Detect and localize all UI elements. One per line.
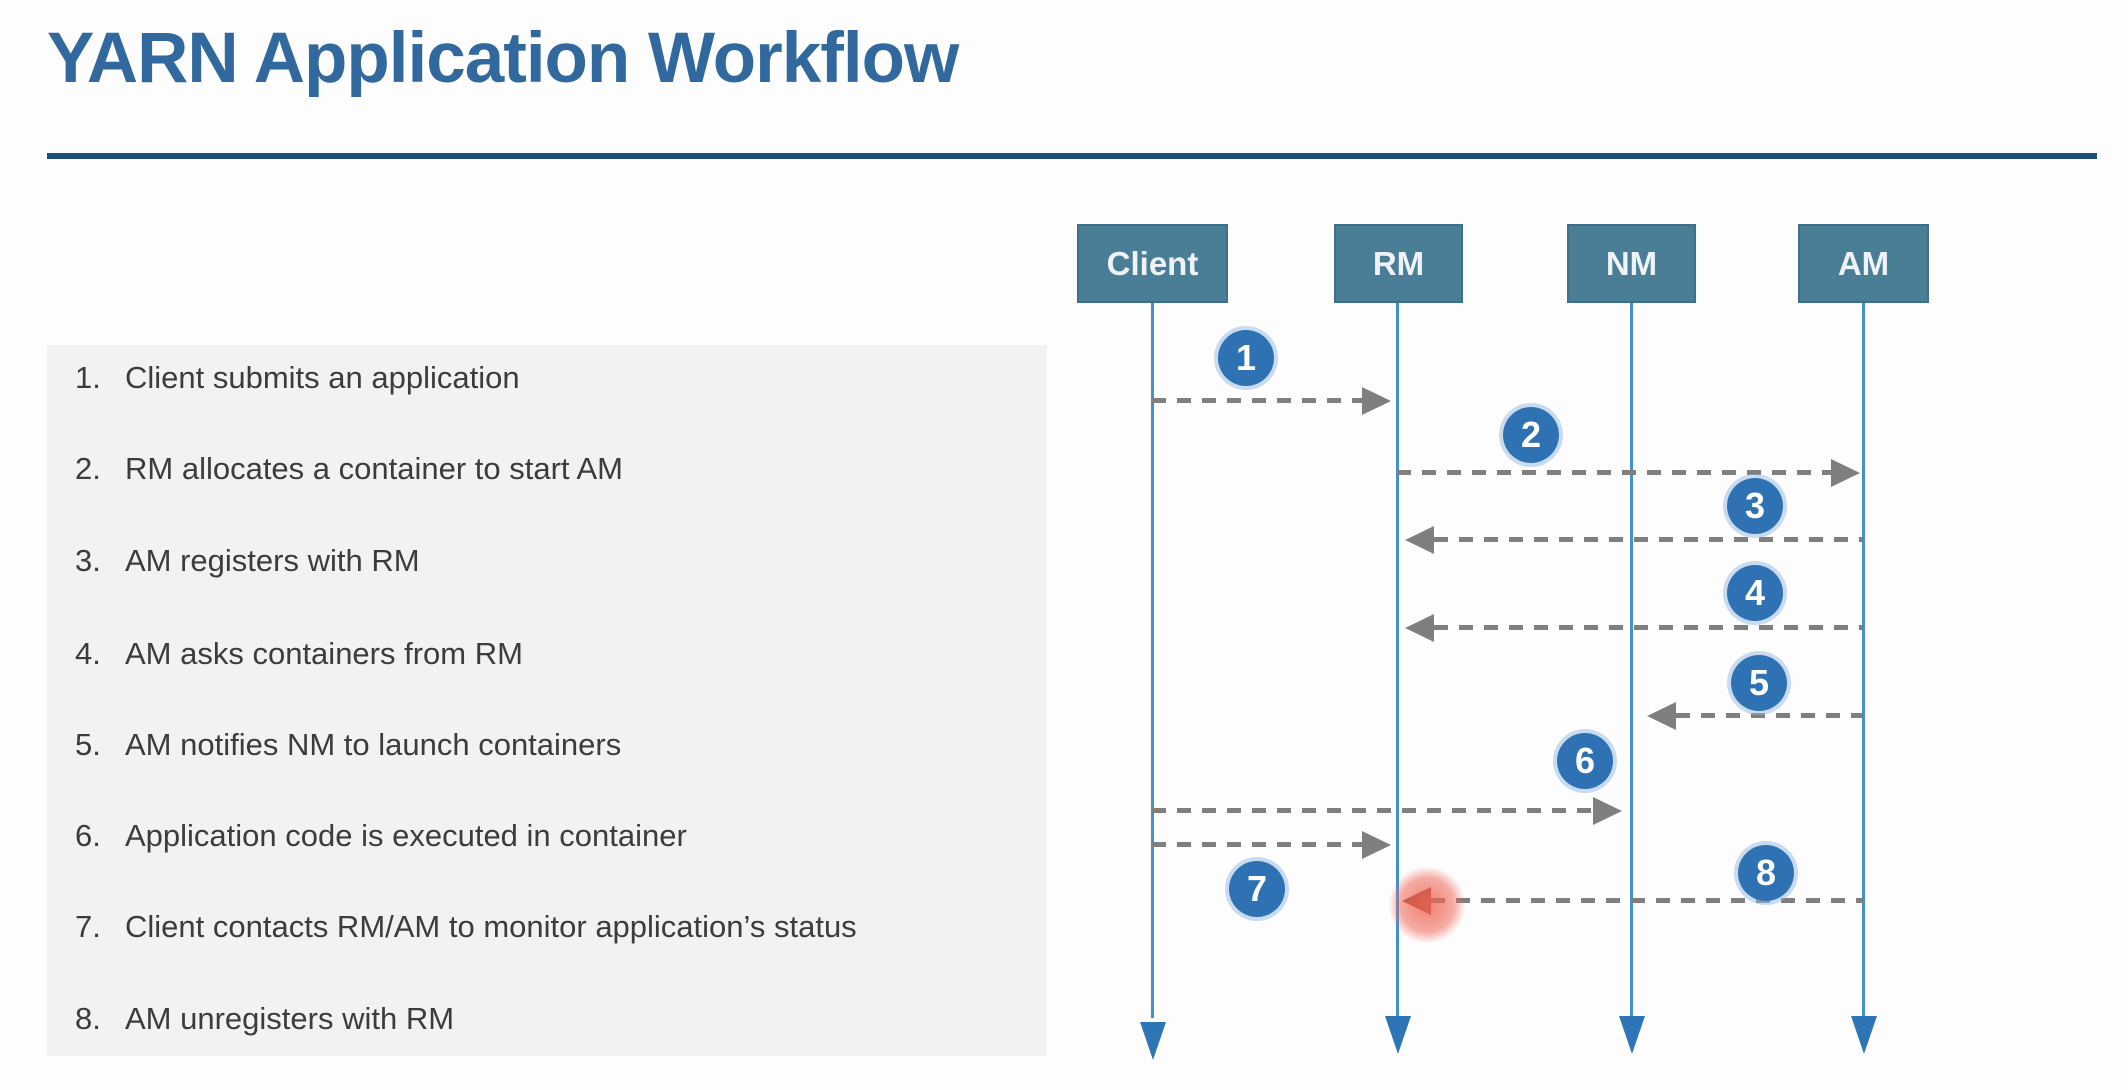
step-badge-2: 2 (1503, 407, 1559, 463)
step-badge-3: 3 (1727, 478, 1783, 534)
arrowhead-left-icon (1405, 526, 1434, 554)
laser-pointer-highlight (1389, 867, 1465, 943)
step-number: 1. (75, 360, 101, 395)
arrowhead-right-icon (1593, 797, 1622, 825)
lifeline-header-nm: NM (1567, 224, 1696, 303)
message-arrow-8-am-to-rm (1402, 887, 1864, 915)
step-badge-7: 7 (1229, 861, 1285, 917)
lifeline-header-client: Client (1077, 224, 1228, 303)
arrow-down-icon (1385, 1016, 1411, 1054)
step-item-4: 4. AM asks containers from RM (75, 635, 523, 673)
title-underline (47, 153, 2097, 159)
lifeline-nm-line (1630, 303, 1633, 1018)
message-arrow-6-client-to-nm (1152, 797, 1622, 825)
step-item-1: 1. Client submits an application (75, 359, 520, 397)
step-number: 6. (75, 818, 101, 853)
step-text: Client contacts RM/AM to monitor applica… (125, 909, 857, 944)
step-number: 4. (75, 636, 101, 671)
message-arrow-7-client-to-rm (1152, 831, 1391, 859)
arrowhead-right-icon (1362, 387, 1391, 415)
step-number: 2. (75, 451, 101, 486)
step-item-6: 6. Application code is executed in conta… (75, 817, 687, 855)
message-arrow-5-am-to-nm (1647, 702, 1864, 730)
arrowhead-right-icon (1831, 459, 1860, 487)
arrowhead-right-icon (1362, 831, 1391, 859)
step-number: 8. (75, 1001, 101, 1036)
arrow-down-icon (1619, 1016, 1645, 1054)
arrowhead-left-icon (1647, 702, 1676, 730)
arrow-down-icon (1140, 1022, 1166, 1060)
lifeline-am-line (1862, 303, 1865, 1018)
arrowhead-left-icon (1405, 614, 1434, 642)
step-badge-1: 1 (1218, 330, 1274, 386)
arrow-down-icon (1851, 1016, 1877, 1054)
step-number: 7. (75, 909, 101, 944)
step-badge-8: 8 (1738, 845, 1794, 901)
step-item-8: 8. AM unregisters with RM (75, 1000, 454, 1038)
lifeline-header-am: AM (1798, 224, 1929, 303)
step-text: Application code is executed in containe… (125, 818, 687, 853)
steps-panel: 1. Client submits an application 2. RM a… (47, 345, 1047, 1056)
step-item-5: 5. AM notifies NM to launch containers (75, 726, 621, 764)
step-number: 5. (75, 727, 101, 762)
step-badge-6: 6 (1557, 733, 1613, 789)
step-badge-4: 4 (1727, 565, 1783, 621)
lifeline-client-line (1151, 303, 1154, 1018)
step-text: AM registers with RM (125, 543, 420, 578)
step-text: RM allocates a container to start AM (125, 451, 623, 486)
message-arrow-1-client-to-rm (1152, 387, 1391, 415)
message-arrow-2-rm-to-am (1397, 459, 1860, 487)
page-title: YARN Application Workflow (47, 19, 959, 98)
step-item-7: 7. Client contacts RM/AM to monitor appl… (75, 908, 857, 946)
step-text: Client submits an application (125, 360, 520, 395)
lifeline-header-rm: RM (1334, 224, 1463, 303)
message-arrow-4-am-to-rm (1405, 614, 1864, 642)
step-badge-5: 5 (1731, 655, 1787, 711)
step-number: 3. (75, 543, 101, 578)
step-item-2: 2. RM allocates a container to start AM (75, 450, 623, 488)
message-arrow-3-am-to-rm (1405, 526, 1864, 554)
step-item-3: 3. AM registers with RM (75, 542, 420, 580)
step-text: AM notifies NM to launch containers (125, 727, 622, 762)
step-text: AM asks containers from RM (125, 636, 523, 671)
step-text: AM unregisters with RM (125, 1001, 455, 1036)
lifeline-rm-line (1396, 303, 1399, 1018)
